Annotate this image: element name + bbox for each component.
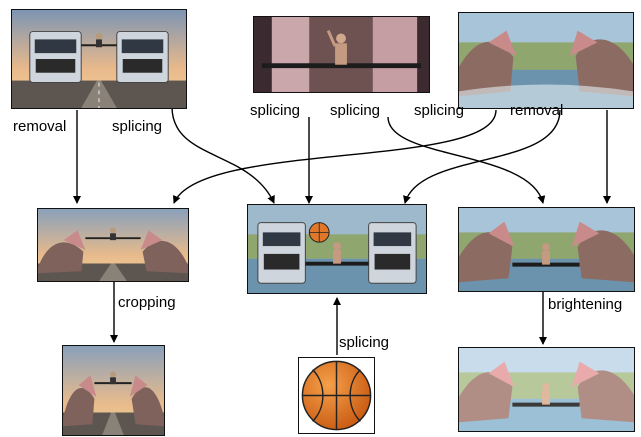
edge-man-splicing-right — [387, 116, 546, 204]
hippos-road-image — [37, 208, 189, 282]
label-hippos-splicing: splicing — [414, 102, 465, 119]
edge-hippos-splicing-left — [173, 109, 497, 204]
image-thumbnail-icon — [38, 209, 188, 281]
hippos-image — [458, 12, 634, 109]
hippos-composite-image — [458, 207, 635, 292]
image-thumbnail-icon — [459, 348, 634, 431]
label-man-splicing-2: splicing — [330, 102, 381, 119]
label-cropping: cropping — [118, 294, 176, 311]
basketball-image — [298, 357, 375, 434]
image-thumbnail-icon — [459, 208, 634, 291]
label-man-splicing-1: splicing — [250, 102, 301, 119]
image-thumbnail-icon — [12, 10, 186, 108]
label-trucks-splicing: splicing — [112, 118, 163, 135]
label-brightening: brightening — [548, 296, 623, 313]
basketball-icon — [299, 358, 374, 433]
trucks-image — [11, 9, 187, 109]
image-thumbnail-icon — [63, 346, 164, 435]
image-thumbnail-icon — [254, 17, 429, 92]
edge-hippos-splicing-center — [403, 109, 561, 204]
image-thumbnail-icon — [248, 205, 426, 293]
image-thumbnail-icon — [459, 13, 633, 108]
edge-trucks-splicing — [171, 106, 275, 204]
hippos-road-cropped-image — [62, 345, 165, 436]
label-hippos-removal: removal — [510, 102, 564, 119]
trucks-composite-image — [247, 204, 427, 294]
hippos-composite-brightened-image — [458, 347, 635, 432]
label-trucks-removal: removal — [13, 118, 67, 135]
man-splits-image — [253, 16, 430, 93]
label-basketball-splicing: splicing — [339, 334, 390, 351]
